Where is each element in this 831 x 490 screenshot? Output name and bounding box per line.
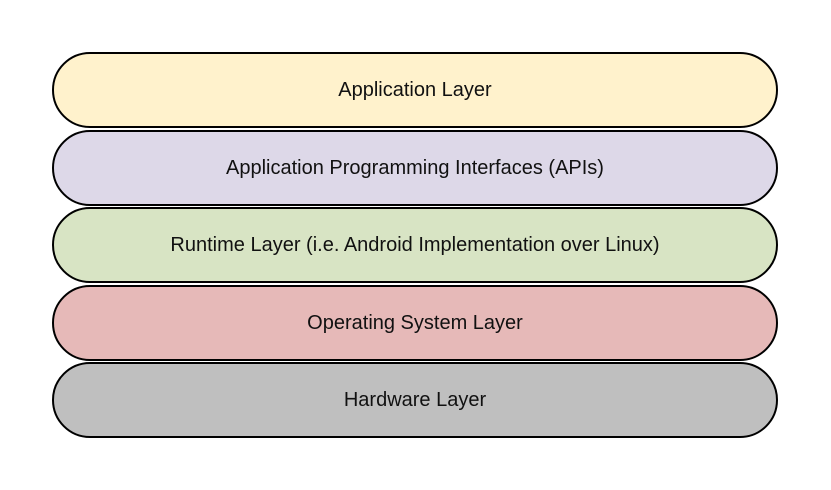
hardware-layer: Hardware Layer [52,362,778,438]
hardware-layer-label: Hardware Layer [343,388,487,411]
api-layer: Application Programming Interfaces (APIs… [52,130,778,206]
runtime-layer: Runtime Layer (i.e. Android Implementati… [52,207,778,283]
application-layer-label: Application Layer [338,78,492,101]
operating-system-layer: Operating System Layer [52,285,778,361]
runtime-layer-label: Runtime Layer (i.e. Android Implementati… [170,233,660,256]
api-layer-label: Application Programming Interfaces (APIs… [226,156,604,179]
application-layer: Application Layer [52,52,778,128]
operating-system-layer-label: Operating System Layer [307,311,523,334]
